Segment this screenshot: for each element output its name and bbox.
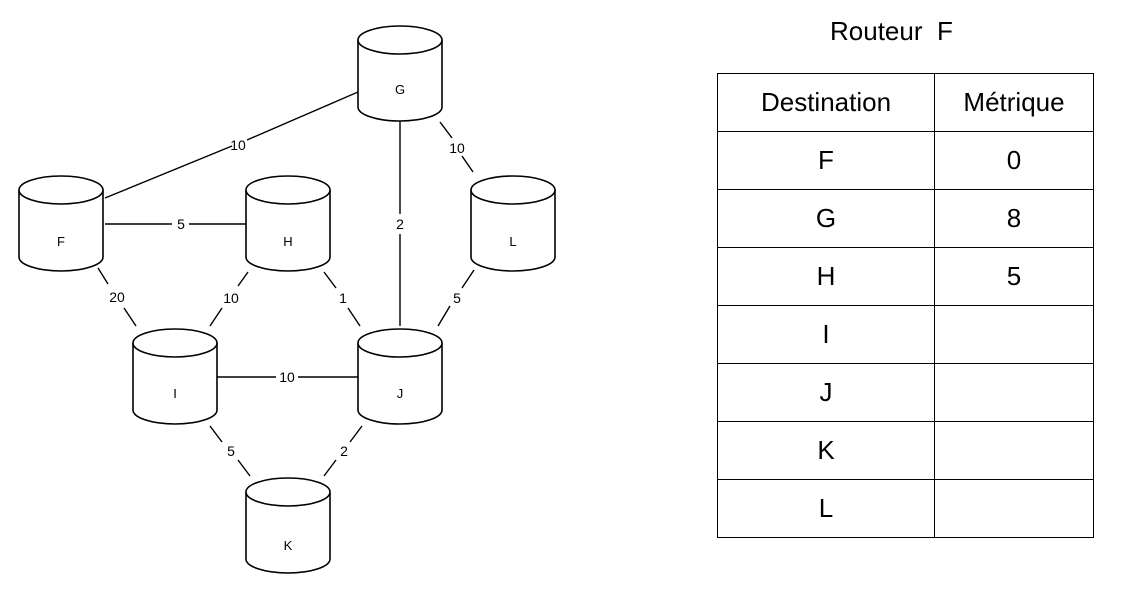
router-node-h: H xyxy=(245,175,331,272)
table-row: G 8 xyxy=(717,189,1094,248)
metric-cell: 0 xyxy=(934,131,1094,190)
table-row: L xyxy=(717,479,1094,538)
router-label-h: H xyxy=(283,234,292,249)
destination-cell: H xyxy=(717,247,935,306)
router-node-k: K xyxy=(245,477,331,574)
destination-cell: J xyxy=(717,363,935,422)
link-metric-j-k: 2 xyxy=(340,443,348,459)
table-row: F 0 xyxy=(717,131,1094,190)
destination-cell: F xyxy=(717,131,935,190)
link-f-i: 20 xyxy=(97,267,137,327)
link-f-g: 10 xyxy=(104,91,359,199)
header-destination: Destination xyxy=(717,73,935,132)
table-row: H 5 xyxy=(717,247,1094,306)
metric-cell: 8 xyxy=(934,189,1094,248)
network-diagram: 10 5 2 10 20 10 1 xyxy=(18,25,556,574)
router-node-g: G xyxy=(357,25,443,122)
router-node-f: F xyxy=(18,175,104,272)
link-f-h: 5 xyxy=(105,216,246,232)
router-node-i: I xyxy=(132,328,218,425)
metric-cell: 5 xyxy=(934,247,1094,306)
metric-cell xyxy=(934,479,1094,538)
metric-cell xyxy=(934,421,1094,480)
link-metric-i-j: 10 xyxy=(279,369,295,385)
destination-cell: L xyxy=(717,479,935,538)
router-label-f: F xyxy=(57,234,65,249)
routing-table-title: Routeur F xyxy=(830,16,953,46)
metric-cell xyxy=(934,305,1094,364)
link-g-l: 10 xyxy=(439,121,474,173)
router-node-l: L xyxy=(470,175,556,272)
destination-cell: K xyxy=(717,421,935,480)
link-i-k: 5 xyxy=(209,425,251,477)
link-g-j: 2 xyxy=(396,120,404,326)
table-row: I xyxy=(717,305,1094,364)
link-metric-h-j: 1 xyxy=(339,290,347,306)
link-h-j: 1 xyxy=(323,271,361,327)
router-node-j: J xyxy=(357,328,443,425)
routing-table: Destination Métrique F 0 G 8 H 5 I J K xyxy=(717,73,1094,538)
link-metric-l-j: 5 xyxy=(453,290,461,306)
link-metric-f-h: 5 xyxy=(177,216,185,232)
router-label-l: L xyxy=(509,234,516,249)
table-row: K xyxy=(717,421,1094,480)
link-j-k: 2 xyxy=(323,425,363,477)
link-l-j: 5 xyxy=(437,269,475,327)
table-row: J xyxy=(717,363,1094,422)
links: 10 5 2 10 20 10 1 xyxy=(97,91,475,477)
metric-cell xyxy=(934,363,1094,422)
link-i-j: 10 xyxy=(217,369,358,385)
link-metric-f-g: 10 xyxy=(230,137,246,153)
link-h-i: 10 xyxy=(209,271,249,327)
routing-table-header-row: Destination Métrique xyxy=(717,73,1094,132)
destination-cell: G xyxy=(717,189,935,248)
router-label-g: G xyxy=(395,82,405,97)
link-metric-h-i: 10 xyxy=(223,290,239,306)
link-metric-g-j: 2 xyxy=(396,216,404,232)
link-metric-i-k: 5 xyxy=(227,443,235,459)
router-label-i: I xyxy=(173,386,177,401)
link-metric-g-l: 10 xyxy=(449,140,465,156)
router-label-j: J xyxy=(397,386,404,401)
router-label-k: K xyxy=(284,538,293,553)
destination-cell: I xyxy=(717,305,935,364)
header-metric: Métrique xyxy=(934,73,1094,132)
link-metric-f-i: 20 xyxy=(109,289,125,305)
